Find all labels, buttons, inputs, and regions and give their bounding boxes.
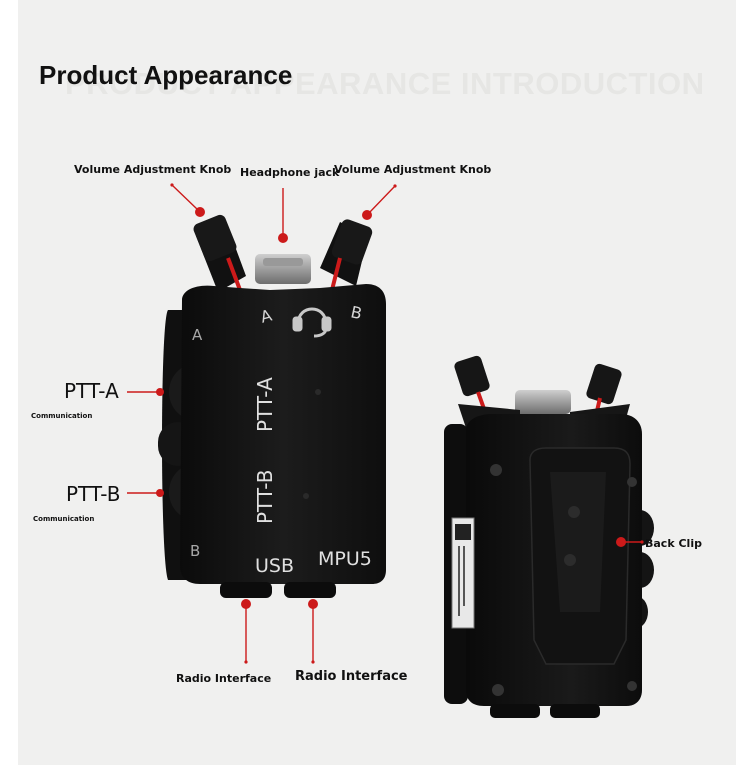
label-ptt-b-sub: Communication (33, 515, 95, 523)
label-ptt-a-sub: Communication (31, 412, 93, 420)
label-volume-knob-left: Volume Adjustment Knob (74, 163, 232, 176)
callout-dots (156, 183, 644, 664)
right-volume-knob (320, 219, 373, 291)
callout-lines (127, 184, 642, 662)
label-ptt-a: PTT-A (64, 379, 119, 403)
label-radio-interface-left: Radio Interface (176, 672, 272, 685)
label-ptt-b: PTT-B (66, 482, 121, 506)
left-volume-knob (193, 214, 246, 292)
label-back-clip: Back Clip (645, 537, 702, 550)
label-volume-knob-right: Volume Adjustment Knob (334, 163, 492, 176)
label-headphone-jack: Headphone jack (240, 166, 340, 179)
page-title: Product Appearance (39, 60, 293, 90)
background-watermark-text: PRODUCT APPEARANCE INTRODUCTION (65, 66, 705, 101)
front-label-usb: USB (255, 555, 294, 577)
front-label-a-side: A (192, 326, 203, 344)
front-device: A B A B PTT-A PTT-B USB MPU5 (158, 214, 386, 598)
front-label-a-top: A (258, 305, 274, 326)
label-radio-interface-right: Radio Interface (295, 669, 408, 684)
front-label-model: MPU5 (318, 548, 372, 570)
radio-port-right (284, 582, 336, 598)
front-label-b-top: B (349, 302, 364, 323)
front-label-ptt-b: PTT-B (253, 469, 277, 524)
back-device (444, 355, 654, 718)
front-label-b-side: B (190, 542, 200, 560)
front-label-ptt-a: PTT-A (253, 377, 277, 432)
radio-port-left (220, 582, 272, 598)
headset-icon (292, 307, 332, 338)
front-device-body (180, 284, 386, 584)
